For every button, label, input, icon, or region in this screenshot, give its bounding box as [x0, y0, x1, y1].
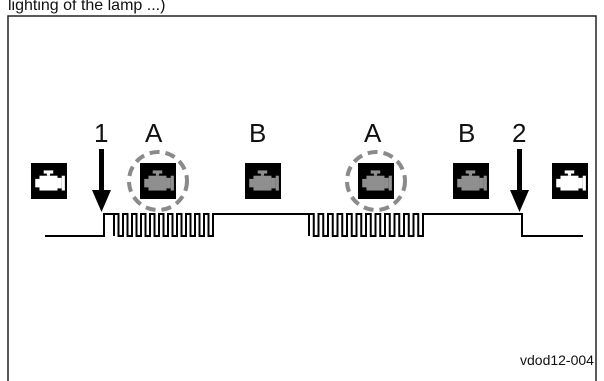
- header-cut-text: lighting of the lamp ...): [8, 0, 165, 14]
- figure-id: vdod12-004: [520, 352, 594, 368]
- label-start-1: 1: [94, 118, 108, 148]
- signal-waveform: [45, 213, 583, 237]
- engine-icon-a1: [140, 163, 176, 199]
- highlight-circle-a1-icon: [127, 150, 189, 212]
- phase-label-a-2: A: [364, 118, 382, 148]
- engine-icon-b1: [245, 163, 281, 199]
- frame: [7, 15, 597, 381]
- highlight-circle-a2-icon: [345, 150, 407, 212]
- phase-label-b-2: B: [458, 118, 475, 148]
- engine-icon-left: [31, 163, 67, 199]
- arrow-start-icon: [92, 149, 111, 212]
- label-end-2: 2: [512, 118, 526, 148]
- arrow-end-icon: [510, 149, 529, 212]
- engine-icon-right: [552, 163, 588, 199]
- phase-label-a-1: A: [145, 118, 163, 148]
- engine-icon-b2: [453, 163, 489, 199]
- engine-icon-a2: [358, 163, 394, 199]
- phase-label-b-1: B: [249, 118, 266, 148]
